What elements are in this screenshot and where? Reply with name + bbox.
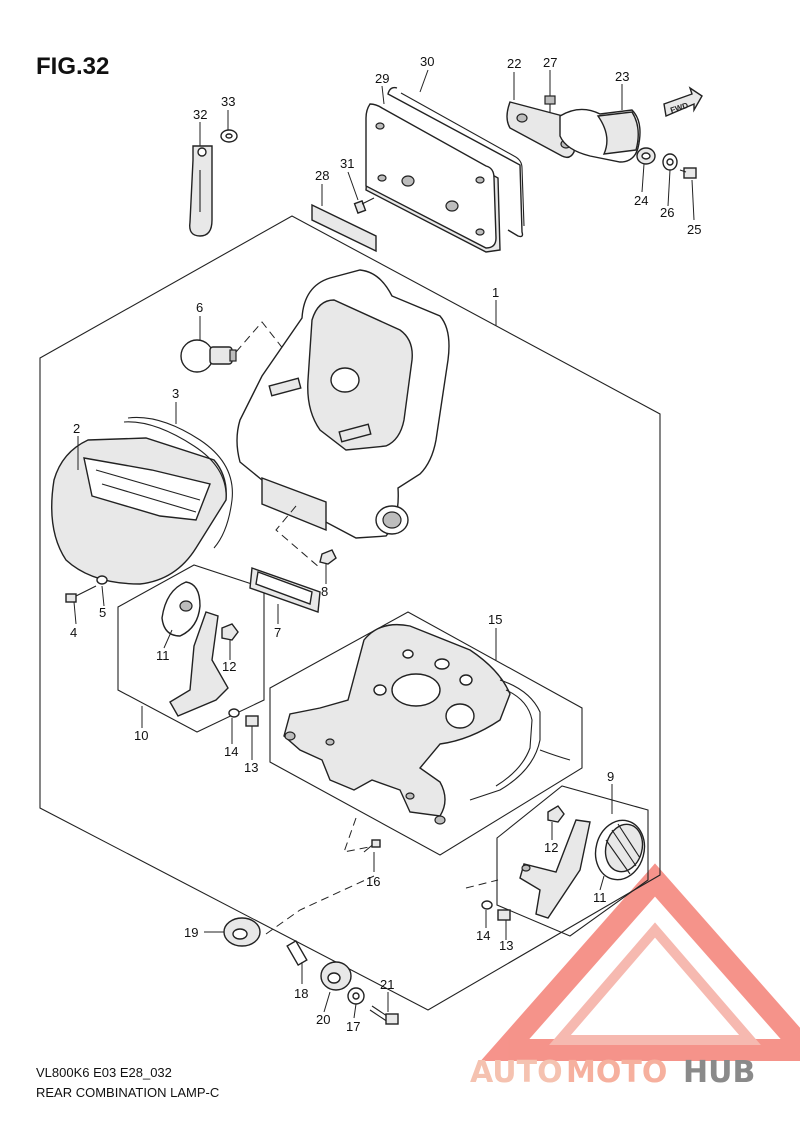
watermark-text-3: HUB: [683, 1055, 755, 1090]
part-19-grommet: [223, 917, 261, 947]
callout-20: 20: [316, 1012, 330, 1027]
figure-title: FIG.32: [36, 53, 109, 80]
assembly-outline-10: [117, 564, 265, 733]
callout-30: 30: [420, 54, 434, 69]
part-9-bracket-right: [519, 819, 591, 919]
callout-14-right: 14: [476, 928, 490, 943]
callout-10: 10: [134, 728, 148, 743]
watermark-text-1: AUTO: [470, 1055, 563, 1090]
part-13-bolt-right: [497, 909, 511, 921]
callout-24: 24: [634, 193, 648, 208]
callout-9: 9: [607, 769, 614, 784]
callout-33: 33: [221, 94, 235, 109]
leader-plate: [343, 817, 375, 853]
callout-25: 25: [687, 222, 701, 237]
figure-name: REAR COMBINATION LAMP-C: [36, 1085, 219, 1100]
part-25-bolt: [679, 167, 697, 179]
part-12-nut-right: [547, 805, 565, 823]
callout-6: 6: [196, 300, 203, 315]
part-20-grommet: [320, 961, 352, 991]
callout-19: 19: [184, 925, 198, 940]
callout-11-left: 11: [156, 648, 170, 663]
assembly-outline-15: [269, 611, 583, 856]
callout-4: 4: [70, 625, 77, 640]
part-18-spacer: [286, 940, 308, 966]
leader-signal-right: [465, 879, 499, 889]
callout-18: 18: [294, 986, 308, 1001]
part-14-washer-left: [228, 708, 240, 718]
callout-28: 28: [315, 168, 329, 183]
watermark-logo-icon: [480, 863, 800, 1061]
part-29-30-plate-frame: [365, 86, 525, 253]
part-32-bracket: [189, 145, 213, 237]
part-2-lens: [51, 437, 227, 585]
callout-12-left: 12: [222, 659, 236, 674]
part-27-screw: [544, 95, 556, 112]
assembly-outline-1: [39, 215, 661, 1011]
part-16-screw: [363, 839, 381, 853]
part-21-bolt: [369, 1005, 399, 1025]
figure-code: VL800K6 E03 E28_032: [36, 1065, 172, 1080]
callout-29: 29: [375, 71, 389, 86]
part-3-gasket: [127, 416, 233, 549]
callout-21: 21: [380, 977, 394, 992]
part-23-license-lamp: [559, 108, 641, 163]
assembly-outline-9: [496, 785, 649, 937]
callout-7: 7: [274, 625, 281, 640]
callout-11-right: 11: [593, 890, 607, 905]
callout-5: 5: [99, 605, 106, 620]
callout-leaders: [73, 69, 695, 1019]
fwd-arrow-icon: FWD: [663, 86, 703, 117]
callout-12-right: 12: [544, 840, 558, 855]
leader-bottom: [265, 875, 375, 935]
part-6-bulb: [180, 339, 237, 373]
part-28-strip: [311, 203, 377, 253]
callout-8: 8: [321, 584, 328, 599]
part-1-lamp-housing: [236, 269, 450, 539]
callout-31: 31: [340, 156, 354, 171]
callout-13-left: 13: [244, 760, 258, 775]
callout-23: 23: [615, 69, 629, 84]
part-24-nut: [636, 147, 656, 165]
part-17-washer: [347, 987, 365, 1005]
callout-17: 17: [346, 1019, 360, 1034]
callout-22: 22: [507, 56, 521, 71]
callout-14-left: 14: [224, 744, 238, 759]
callout-27: 27: [543, 55, 557, 70]
part-26-washer: [662, 153, 678, 171]
part-10-bracket-left: [169, 611, 229, 717]
callout-2: 2: [73, 421, 80, 436]
part-15-mounting-plate: [283, 623, 571, 825]
part-12-nut-left: [221, 623, 239, 641]
part-13-bolt-left: [245, 715, 259, 727]
part-5-washer: [96, 575, 108, 585]
part-11-signal-left: [161, 581, 201, 637]
callout-15: 15: [488, 612, 502, 627]
part-14-washer-right: [481, 900, 493, 910]
watermark: AUTO MOTO HUB: [470, 1055, 755, 1090]
part-33-washer: [220, 129, 238, 143]
callout-32: 32: [193, 107, 207, 122]
callout-3: 3: [172, 386, 179, 401]
part-31-screw: [353, 197, 375, 214]
part-7-reflector: [249, 567, 321, 613]
part-11-signal-right: [594, 819, 646, 881]
callout-13-right: 13: [499, 938, 513, 953]
watermark-text-2: MOTO: [566, 1055, 667, 1090]
leader-housing: [275, 505, 321, 569]
callout-26: 26: [660, 205, 674, 220]
callout-numbers: 32 33 28 31 29 30 22 27 23 24 26 25 1 6 …: [70, 54, 701, 1034]
part-4-screw: [65, 585, 97, 603]
part-8-nut: [319, 549, 337, 565]
callout-1: 1: [492, 285, 499, 300]
callout-16: 16: [366, 874, 380, 889]
